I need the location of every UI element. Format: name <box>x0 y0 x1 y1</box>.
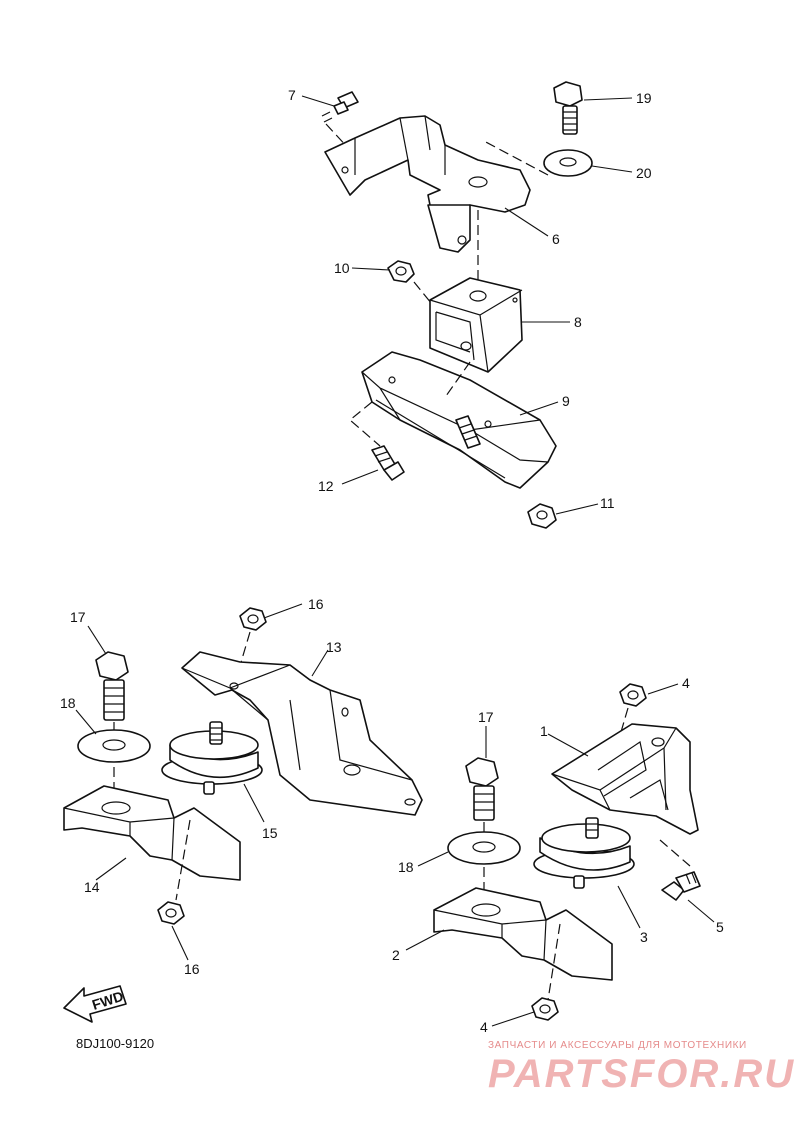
nut-16-bottom <box>157 901 185 925</box>
callout-1: 1 <box>540 723 548 739</box>
nut-4-bottom <box>531 997 559 1021</box>
callout-12: 12 <box>318 478 334 494</box>
bolt-19 <box>553 81 583 135</box>
bracket-1-axis <box>659 839 691 867</box>
bracket-13 <box>181 651 423 816</box>
damper-8 <box>429 277 523 373</box>
washer-18-right <box>447 831 521 865</box>
bolt-7-axis <box>325 123 351 151</box>
callout-15: 15 <box>262 825 278 841</box>
bolt-17-left <box>95 651 129 721</box>
watermark-logo: PARTSFOR.RU <box>488 1052 796 1096</box>
axis-9-stud <box>445 361 471 397</box>
callout-7: 7 <box>288 87 296 103</box>
callout-3: 3 <box>640 929 648 945</box>
washer-18-left <box>77 729 151 763</box>
fwd-arrow-icon: FWD <box>63 985 127 1023</box>
bolt-7 <box>321 91 359 123</box>
callout-17-right: 17 <box>478 709 494 725</box>
axis-9-bolt12 <box>349 401 381 447</box>
nut-11 <box>527 503 557 529</box>
bolt-17-right <box>465 757 499 821</box>
nut-10 <box>387 260 415 283</box>
bolt-5 <box>661 871 701 901</box>
callout-6: 6 <box>552 231 560 247</box>
diagram-code: 8DJ100-9120 <box>76 1036 155 1051</box>
callout-10: 10 <box>334 260 350 276</box>
washer-20-axis <box>481 139 549 176</box>
callout-18-left: 18 <box>60 695 76 711</box>
bracket-14 <box>63 785 241 881</box>
callout-4-top: 4 <box>682 675 690 691</box>
callout-16-top: 16 <box>308 596 324 612</box>
damper-15 <box>161 721 263 795</box>
bracket-14-axis <box>175 819 191 901</box>
callout-5: 5 <box>716 919 724 935</box>
callout-9: 9 <box>562 393 570 409</box>
bracket-1 <box>551 723 699 835</box>
callout-8: 8 <box>574 314 582 330</box>
watermark-tagline: ЗАПЧАСТИ И АКСЕССУАРЫ ДЛЯ МОТОТЕХНИКИ <box>488 1040 747 1051</box>
callout-17-left: 17 <box>70 609 86 625</box>
bracket-6 <box>324 115 531 253</box>
callout-4-bottom: 4 <box>480 1019 488 1035</box>
callout-11: 11 <box>600 495 615 511</box>
bolt-12 <box>371 445 405 481</box>
callout-2: 2 <box>392 947 400 963</box>
callout-18-right: 18 <box>398 859 414 875</box>
callout-20: 20 <box>636 165 652 181</box>
callout-13: 13 <box>326 639 342 655</box>
washer-20 <box>543 149 593 177</box>
nut-16-top <box>239 607 267 631</box>
callout-14: 14 <box>84 879 100 895</box>
callout-19: 19 <box>636 90 652 106</box>
bracket-2-axis <box>547 923 561 1001</box>
callout-16-bottom: 16 <box>184 961 200 977</box>
damper-3 <box>533 817 635 889</box>
mount-9 <box>361 351 557 489</box>
bracket-2 <box>433 887 613 981</box>
nut-4-top <box>619 683 647 707</box>
